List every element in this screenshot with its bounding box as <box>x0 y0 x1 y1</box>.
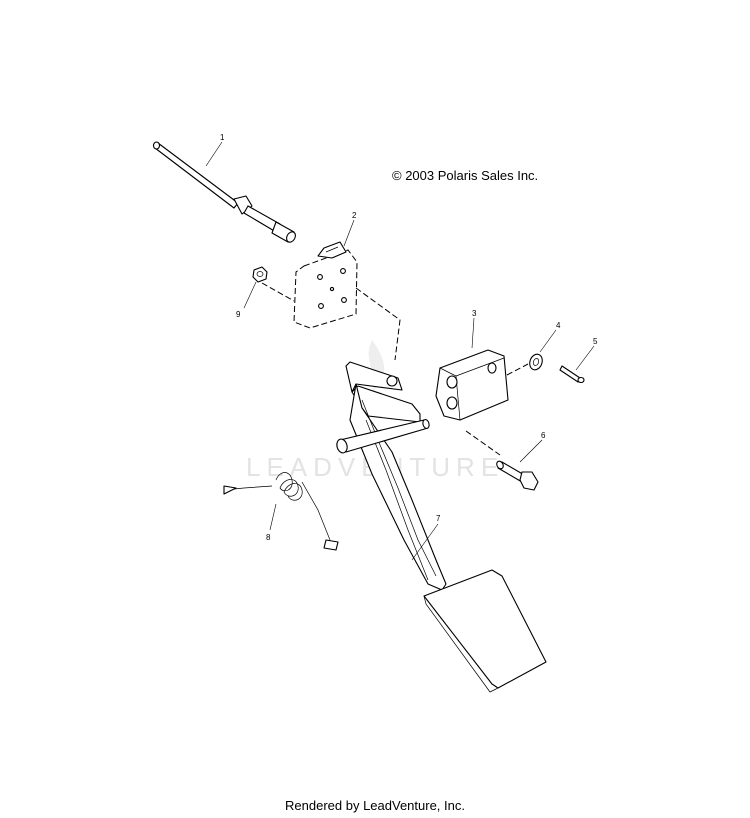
part-9-nut <box>252 266 268 283</box>
guide-line-nut <box>261 282 295 302</box>
callout-3: 3 <box>472 309 477 318</box>
callout-8: 8 <box>266 533 271 542</box>
render-credit: Rendered by LeadVenture, Inc. <box>285 798 465 813</box>
callout-4: 4 <box>556 321 561 330</box>
pedal-pad <box>423 569 547 693</box>
part-4-washer <box>529 353 543 371</box>
callout-1: 1 <box>220 133 225 142</box>
guide-line-washer <box>506 363 529 376</box>
callout-5: 5 <box>593 337 598 346</box>
callout-9: 9 <box>236 310 241 319</box>
part-8-return-spring <box>223 472 339 551</box>
guide-line-plate <box>355 287 401 361</box>
callout-6: 6 <box>541 431 546 440</box>
callout-leaders <box>205 141 595 561</box>
part-5-cotter-pin <box>559 365 585 384</box>
part-1-throttle-rod <box>152 141 296 243</box>
callout-2: 2 <box>352 211 357 220</box>
guide-line-bolt <box>465 430 501 456</box>
part-3-pivot-block <box>435 349 509 421</box>
part-7-pedal-arm <box>336 361 447 591</box>
callout-7: 7 <box>436 514 441 523</box>
part-6-bolt <box>496 460 539 491</box>
copyright-notice: © 2003 Polaris Sales Inc. <box>392 168 539 183</box>
part-2-mounting-plate <box>293 241 358 329</box>
